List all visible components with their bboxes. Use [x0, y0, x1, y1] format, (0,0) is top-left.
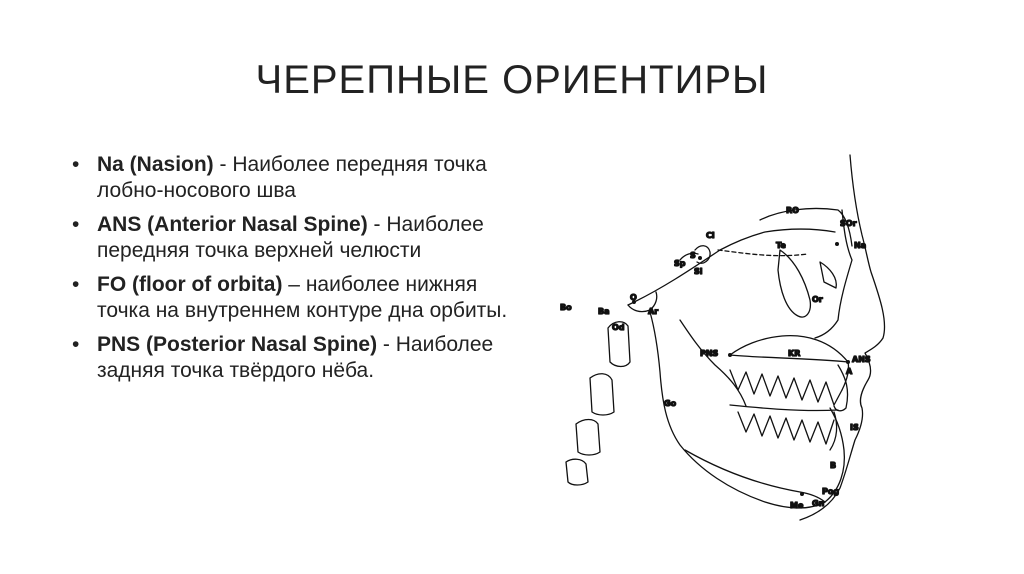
- label-a: A: [846, 367, 853, 376]
- label-kr: KR: [788, 349, 800, 358]
- list-item-ans: • ANS (Anterior Nasal Spine) - Наиболее …: [70, 212, 510, 264]
- bullet-text: - Наиболее передняя точка верхней челюст…: [97, 213, 484, 262]
- label-is: IS: [850, 423, 859, 432]
- vertebra-3: [575, 418, 601, 456]
- orbit-roof: [759, 207, 853, 247]
- bullet-term: FO (floor of orbita): [97, 273, 283, 296]
- bullet-icon: •: [72, 153, 80, 176]
- bullet-text: - Наиболее передняя точка лобно-носового…: [97, 153, 487, 202]
- label-o: O: [630, 293, 637, 302]
- bullet-text: – наиболее нижняя точка на внутреннем ко…: [97, 273, 508, 322]
- label-ro: RO: [786, 206, 799, 215]
- landmark-list: • Na (Nasion) - Наиболее передняя точка …: [70, 152, 510, 392]
- incisor-upper: [833, 364, 849, 412]
- sphenoid-line: [717, 249, 809, 257]
- bullet-icon: •: [72, 273, 80, 296]
- anterior-cranial-base: [627, 228, 836, 306]
- label-sor: SOr: [840, 219, 857, 228]
- soft-tissue-profile: [799, 154, 886, 521]
- list-item-nasion: • Na (Nasion) - Наиболее передняя точка …: [70, 152, 510, 204]
- label-or: Or: [812, 295, 823, 304]
- label-ba: Ba: [598, 307, 610, 316]
- vertebra-1: [607, 321, 631, 368]
- occlusal-line: [729, 404, 839, 412]
- ramus-contour: [649, 311, 826, 509]
- orbit-inner: [819, 261, 837, 289]
- orbit-contour: [777, 249, 812, 318]
- bullet-icon: •: [72, 333, 80, 356]
- palatal-plane: [729, 354, 849, 363]
- label-gn: Gn: [812, 499, 825, 508]
- mandible-lower-border: [684, 449, 826, 503]
- vertebra-2: [589, 373, 615, 416]
- label-bo: Bo: [560, 303, 572, 312]
- label-go: Go: [664, 399, 677, 408]
- label-b: B: [830, 461, 836, 470]
- slide-title: ЧЕРЕПНЫЕ ОРИЕНТИРЫ: [255, 58, 769, 102]
- occipital-contour: [627, 291, 658, 313]
- bullet-term: ANS (Anterior Nasal Spine): [97, 213, 368, 236]
- label-ar: Ar: [648, 307, 658, 316]
- clinoid-line: [679, 252, 699, 261]
- label-ans: ANS: [852, 355, 871, 364]
- nasal-bone-line: [814, 209, 853, 339]
- cephalometric-skull-figure: RO SOr Na Cl Te S Sp Si Bo Ba O Ar Od Or…: [550, 150, 890, 525]
- bullet-term: PNS (Posterior Nasal Spine): [97, 333, 378, 356]
- vertebra-4: [565, 458, 589, 486]
- upper-dentition: [729, 369, 843, 406]
- ramus-anterior: [679, 319, 747, 407]
- bullet-term: Na (Nasion): [97, 153, 214, 176]
- incisor-lower: [829, 411, 838, 451]
- label-te: Te: [776, 241, 786, 250]
- maxilla-contour: [729, 334, 850, 391]
- label-me: Me: [790, 501, 804, 510]
- landmark-points: [632, 242, 850, 496]
- sella-contour: [694, 245, 711, 264]
- label-sp: Sp: [674, 259, 686, 268]
- list-item-fo: • FO (floor of orbita) – наиболее нижняя…: [70, 272, 510, 324]
- lower-dentition: [737, 411, 835, 445]
- list-item-pns: • PNS (Posterior Nasal Spine) - Наиболее…: [70, 332, 510, 384]
- bullet-text: - Наиболее задняя точка твёрдого нёба.: [97, 333, 494, 382]
- skull-tracing: RO SOr Na Cl Te S Sp Si Bo Ba O Ar Od Or…: [559, 154, 886, 521]
- label-si: Si: [694, 267, 703, 276]
- label-na: Na: [854, 241, 866, 250]
- label-pog: Pog: [822, 487, 839, 496]
- bullet-icon: •: [72, 213, 80, 236]
- label-s: S: [690, 251, 696, 260]
- label-od: Od: [612, 323, 625, 332]
- label-pns: PNS: [700, 349, 719, 358]
- label-cl: Cl: [706, 231, 715, 240]
